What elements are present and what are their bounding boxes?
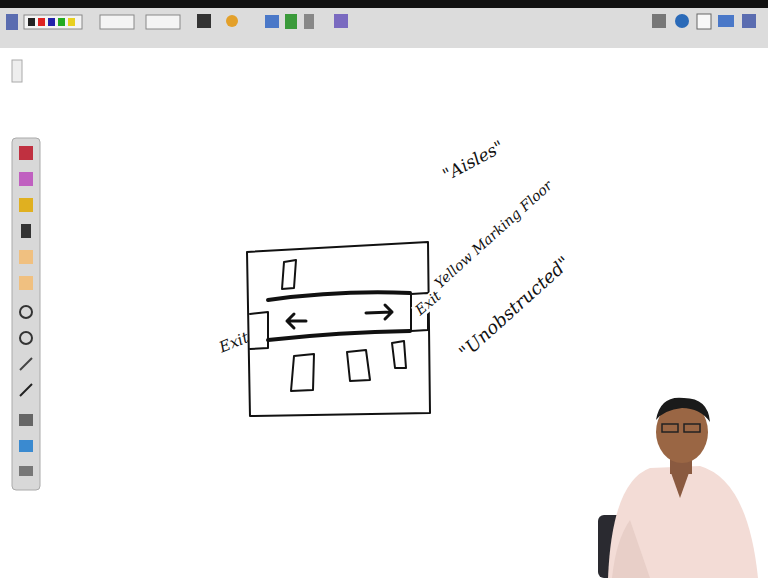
- aisle-line: [268, 292, 410, 300]
- direction-arrow: [366, 305, 392, 319]
- room-outline: [247, 242, 430, 416]
- tool-icons: [19, 146, 33, 476]
- machine-symbol: [282, 260, 296, 289]
- machine-symbol: [392, 341, 406, 368]
- lecturer: [598, 398, 758, 578]
- toolbar: [0, 8, 768, 48]
- tool-palette: [12, 138, 40, 490]
- exit-door: [250, 312, 268, 349]
- plant-layout: [247, 242, 430, 416]
- aisle-line: [268, 331, 410, 340]
- handwritten-note: Exit: [217, 329, 251, 356]
- toolbar-icons: [6, 14, 756, 30]
- handwritten-note: "Aisles": [440, 137, 507, 185]
- panel-tab: [12, 60, 22, 82]
- handwritten-note: "Unobstructed": [455, 253, 574, 363]
- machine-symbol: [291, 354, 314, 391]
- direction-arrow: [287, 314, 306, 328]
- machine-symbol: [347, 350, 370, 381]
- window-edge: [0, 0, 768, 8]
